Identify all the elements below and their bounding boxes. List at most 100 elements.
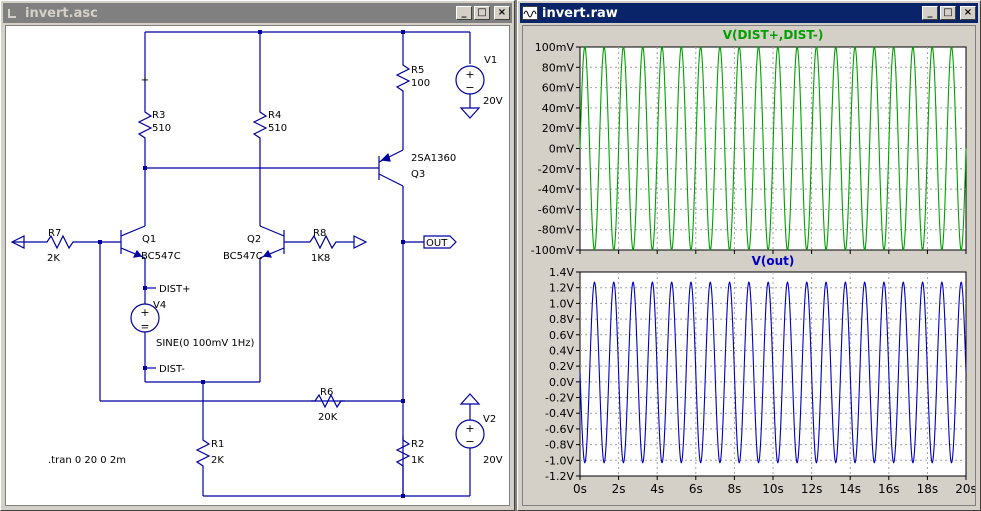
waveform-canvas[interactable]: V(DIST+,DIST-) 100mV 80mV 60mV 40mV 20mV 0mV -2… xyxy=(522,25,976,506)
y-tick-label: -20mV xyxy=(538,163,575,176)
maximize-button[interactable]: □ xyxy=(940,6,956,20)
y-tick-label: 20mV xyxy=(542,122,575,135)
y-tick-label: 0.2V xyxy=(549,360,574,373)
trace-dist[interactable] xyxy=(579,45,967,252)
resistor-r6-symbol xyxy=(311,393,345,409)
plot-pane-bottom[interactable]: V(out) 1.4V 1.2V 1.0V 0.8V 0.6V 0.4V 0.2V 0.0V -0… xyxy=(545,254,976,496)
r8-name-label: R8 xyxy=(313,228,326,239)
r1-value-label: 2K xyxy=(211,455,224,466)
resistor-r4-symbol xyxy=(252,108,268,142)
resistor-r3-symbol xyxy=(137,108,153,142)
svg-text:+: + xyxy=(465,422,474,435)
svg-text:−: − xyxy=(140,319,149,332)
y-tick-label: 1.0V xyxy=(549,297,574,310)
y-tick-label: 100mV xyxy=(535,41,575,54)
y-tick-label: -40mV xyxy=(538,183,575,196)
x-tick-label: 0s xyxy=(573,482,587,496)
net-label-out: OUT xyxy=(426,238,448,249)
svg-text:−: − xyxy=(465,435,474,448)
svg-text:−: − xyxy=(141,323,149,334)
resistor-r2-symbol xyxy=(395,436,411,496)
minimize-button[interactable]: _ xyxy=(922,6,938,20)
r2-name-label: R2 xyxy=(411,439,424,450)
plot-title-1: V(out) xyxy=(752,254,795,268)
q3-name-label: Q3 xyxy=(411,169,425,180)
v4-name-label: V4 xyxy=(153,300,166,311)
x-tick-label: 6s xyxy=(689,482,703,496)
v4-value-label: SINE(0 100mV 1Hz) xyxy=(156,338,255,349)
x-tick-label: 2s xyxy=(612,482,626,496)
y-tick-label: 60mV xyxy=(542,82,575,95)
y-tick-label: -0.6V xyxy=(545,423,574,436)
x-tick-label: 18s xyxy=(917,482,939,496)
spice-directive[interactable]: .tran 0 20 0 2m xyxy=(48,455,126,466)
close-button[interactable]: × xyxy=(960,6,976,20)
r7-value-label: 2K xyxy=(47,253,60,264)
q1-part-label: BC547C xyxy=(141,251,181,262)
close-button[interactable]: × xyxy=(494,6,510,20)
waveform-titlebar[interactable]: invert.raw _ □ × xyxy=(520,3,978,23)
x-tick-label: 12s xyxy=(801,482,823,496)
y-tick-label: 1.4V xyxy=(549,266,574,279)
r3-name-label: R3 xyxy=(152,110,165,121)
input-port-right-icon xyxy=(353,235,368,249)
resistor-r8-symbol xyxy=(306,234,340,250)
resistor-r5-symbol xyxy=(395,61,411,95)
minimize-button[interactable]: _ xyxy=(456,6,472,20)
y-tick-label: 0.8V xyxy=(549,313,574,326)
ground-icon xyxy=(459,107,481,119)
r3-value-label: 510 xyxy=(152,123,171,134)
waveform-window-title: invert.raw xyxy=(542,5,618,21)
maximize-button[interactable]: □ xyxy=(474,6,490,20)
schematic-window[interactable]: invert.asc _ □ × xyxy=(0,0,515,511)
v1-name-label: V1 xyxy=(484,55,497,66)
x-tick-label: 8s xyxy=(727,482,741,496)
q2-part-label: BC547C xyxy=(223,251,263,262)
r4-value-label: 510 xyxy=(268,123,287,134)
y-tick-label: 80mV xyxy=(542,61,575,74)
y-tick-label: 0.6V xyxy=(549,329,574,342)
resistor-r7-symbol xyxy=(43,234,77,250)
q1-name-label: Q1 xyxy=(142,234,156,245)
y-tick-label: -60mV xyxy=(538,203,575,216)
plot-title-0: V(DIST+,DIST-) xyxy=(723,28,824,42)
y-tick-label: -0.2V xyxy=(545,392,574,405)
r2-value-label: 1K xyxy=(411,455,424,466)
y-tick-label: 1.2V xyxy=(549,282,574,295)
r8-value-label: 1K8 xyxy=(311,253,330,264)
v2-value-label: 20V xyxy=(483,455,503,466)
trace-out[interactable] xyxy=(579,281,967,464)
y-tick-label: 40mV xyxy=(542,102,575,115)
schematic-app-icon xyxy=(5,5,21,21)
net-label-dist-minus: DIST- xyxy=(159,364,185,375)
waveform-window[interactable]: invert.raw _ □ × V(DIST+,DIST-) 100mV 80mV… xyxy=(517,0,981,511)
y-tick-label: -100mV xyxy=(531,244,575,257)
ground-icon xyxy=(459,393,481,405)
y-tick-label: 0.4V xyxy=(549,344,574,357)
r7-name-label: R7 xyxy=(48,228,61,239)
resistor-r1-symbol xyxy=(195,436,211,496)
x-tick-label: 14s xyxy=(839,482,861,496)
r5-value-label: 100 xyxy=(411,78,430,89)
r6-value-label: 20K xyxy=(318,412,338,423)
y-tick-label: 0.0V xyxy=(549,376,574,389)
y-tick-label: -1.0V xyxy=(545,454,574,467)
r1-name-label: R1 xyxy=(211,439,224,450)
q3-part-label: 2SA1360 xyxy=(411,153,456,164)
svg-text:+: + xyxy=(140,306,149,319)
x-tick-label: 10s xyxy=(762,482,784,496)
q2-name-label: Q2 xyxy=(247,234,261,245)
x-tick-label: 20s xyxy=(955,482,976,496)
svg-text:−: − xyxy=(465,81,474,94)
schematic-canvas[interactable]: + − + − + − + − R3 510 R4 510 R5 100 V1 … xyxy=(5,25,510,506)
plot-pane-top[interactable]: V(DIST+,DIST-) 100mV 80mV 60mV 40mV 20mV 0mV -2… xyxy=(531,28,967,257)
r6-name-label: R6 xyxy=(320,387,333,398)
svg-text:+: + xyxy=(465,68,474,81)
waveform-app-icon xyxy=(522,5,538,21)
schematic-titlebar[interactable]: invert.asc _ □ × xyxy=(3,3,512,23)
svg-text:+: + xyxy=(141,75,149,86)
y-tick-label: -1.2V xyxy=(545,470,574,483)
y-tick-label: 0mV xyxy=(549,143,575,156)
r4-name-label: R4 xyxy=(268,110,281,121)
y-tick-label: -0.8V xyxy=(545,439,574,452)
